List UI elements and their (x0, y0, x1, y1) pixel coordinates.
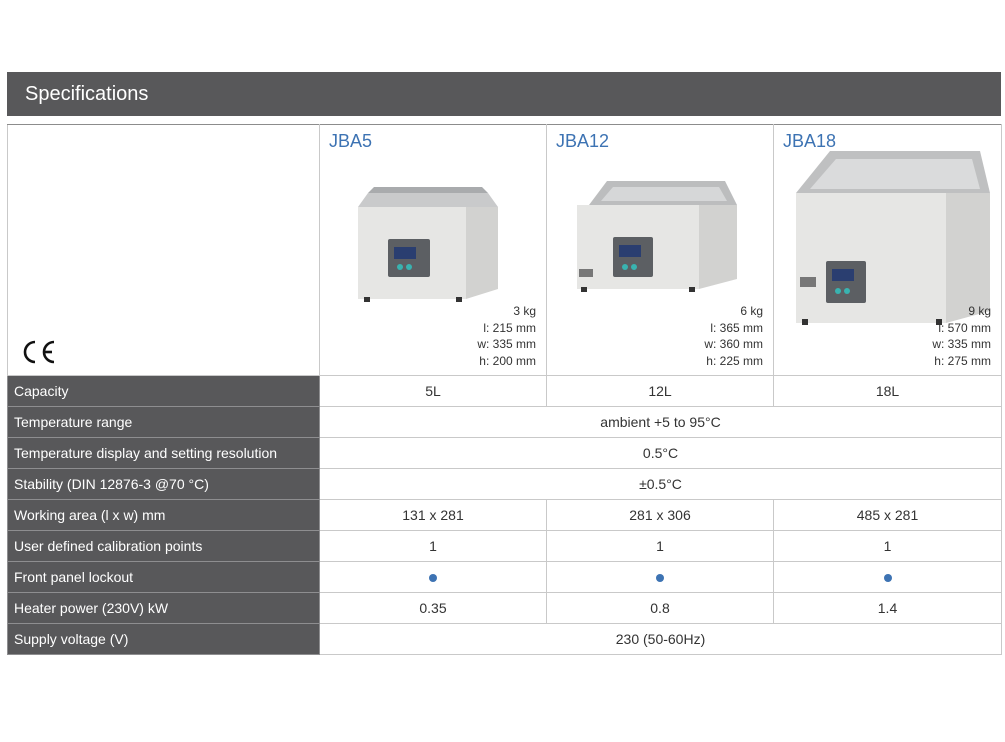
row-value: 5L (319, 375, 547, 407)
row-value: 485 x 281 (773, 499, 1002, 531)
product-cell-jba12: JBA12 6 kg l: 365 mm w: 360 mm h: (546, 124, 774, 376)
product-cell-jba5: JBA5 3 kg l: 215 mm w: 335 mm h: 200 mm (319, 124, 547, 376)
page-title: Specifications (25, 83, 149, 105)
row-value: 1 (773, 530, 1002, 562)
water-bath-jba12-icon (577, 181, 737, 292)
product-dimensions: 3 kg l: 215 mm w: 335 mm h: 200 mm (477, 303, 536, 369)
product-length: l: 570 mm (938, 320, 991, 335)
product-height: h: 275 mm (934, 353, 991, 368)
spec-row-front-panel-lockout: Front panel lockout (7, 561, 1002, 593)
product-cell-jba18: JBA18 9 kg l: 570 mm w: 335 mm h: (773, 124, 1002, 376)
row-value: 281 x 306 (546, 499, 774, 531)
row-value (773, 561, 1002, 593)
product-width: w: 335 mm (477, 337, 536, 351)
product-height: h: 200 mm (479, 353, 536, 368)
spec-row-resolution: Temperature display and setting resoluti… (7, 437, 1002, 469)
product-weight: 6 kg (740, 304, 763, 318)
dot-icon (656, 574, 664, 582)
row-value: 1 (319, 530, 547, 562)
spec-row-heater-power: Heater power (230V) kW 0.35 0.8 1.4 (7, 592, 1002, 624)
product-dimensions: 9 kg l: 570 mm w: 335 mm h: 275 mm (932, 303, 991, 369)
spec-table: JBA5 3 kg l: 215 mm w: 335 mm h: 200 mm (7, 124, 1002, 655)
row-label: Supply voltage (V) (7, 623, 320, 655)
product-height: h: 225 mm (706, 353, 763, 368)
water-bath-jba18-icon (796, 151, 990, 325)
spec-row-supply-voltage: Supply voltage (V) 230 (50-60Hz) (7, 623, 1002, 655)
spec-row-working-area: Working area (l x w) mm 131 x 281 281 x … (7, 499, 1002, 531)
row-label: Temperature range (7, 406, 320, 438)
row-value: ±0.5°C (319, 468, 1002, 500)
row-value (546, 561, 774, 593)
row-value (319, 561, 547, 593)
row-value: 12L (546, 375, 774, 407)
row-value: 18L (773, 375, 1002, 407)
row-label: Stability (DIN 12876-3 @70 °C) (7, 468, 320, 500)
product-length: l: 215 mm (483, 320, 536, 335)
spec-row-capacity: Capacity 5L 12L 18L (7, 375, 1002, 407)
product-width: w: 335 mm (932, 337, 991, 351)
water-bath-jba5-icon (358, 187, 498, 302)
row-label: Front panel lockout (7, 561, 320, 593)
spec-row-calibration-points: User defined calibration points 1 1 1 (7, 530, 1002, 562)
product-width: w: 360 mm (704, 337, 763, 351)
product-name: JBA5 (329, 131, 373, 151)
dot-icon (429, 574, 437, 582)
row-label: Capacity (7, 375, 320, 407)
product-row: JBA5 3 kg l: 215 mm w: 335 mm h: 200 mm (7, 124, 1002, 376)
row-label: User defined calibration points (7, 530, 320, 562)
ce-cell (7, 124, 320, 376)
product-dimensions: 6 kg l: 365 mm w: 360 mm h: 225 mm (704, 303, 763, 369)
product-weight: 3 kg (513, 304, 536, 318)
spec-row-stability: Stability (DIN 12876-3 @70 °C) ±0.5°C (7, 468, 1002, 500)
row-value: 230 (50-60Hz) (319, 623, 1002, 655)
ce-mark-icon (23, 340, 55, 364)
product-weight: 9 kg (968, 304, 991, 318)
row-value: 1 (546, 530, 774, 562)
row-value: 1.4 (773, 592, 1002, 624)
row-value: 131 x 281 (319, 499, 547, 531)
row-label: Working area (l x w) mm (7, 499, 320, 531)
product-name: JBA18 (783, 131, 837, 151)
row-label: Temperature display and setting resoluti… (7, 437, 320, 469)
spec-row-temperature-range: Temperature range ambient +5 to 95°C (7, 406, 1002, 438)
product-length: l: 365 mm (710, 320, 763, 335)
product-name: JBA12 (556, 131, 610, 151)
row-value: 0.5°C (319, 437, 1002, 469)
row-label: Heater power (230V) kW (7, 592, 320, 624)
row-value: 0.8 (546, 592, 774, 624)
row-value: 0.35 (319, 592, 547, 624)
specifications-header: Specifications (7, 72, 1001, 116)
dot-icon (883, 574, 892, 582)
row-value: ambient +5 to 95°C (319, 406, 1002, 438)
